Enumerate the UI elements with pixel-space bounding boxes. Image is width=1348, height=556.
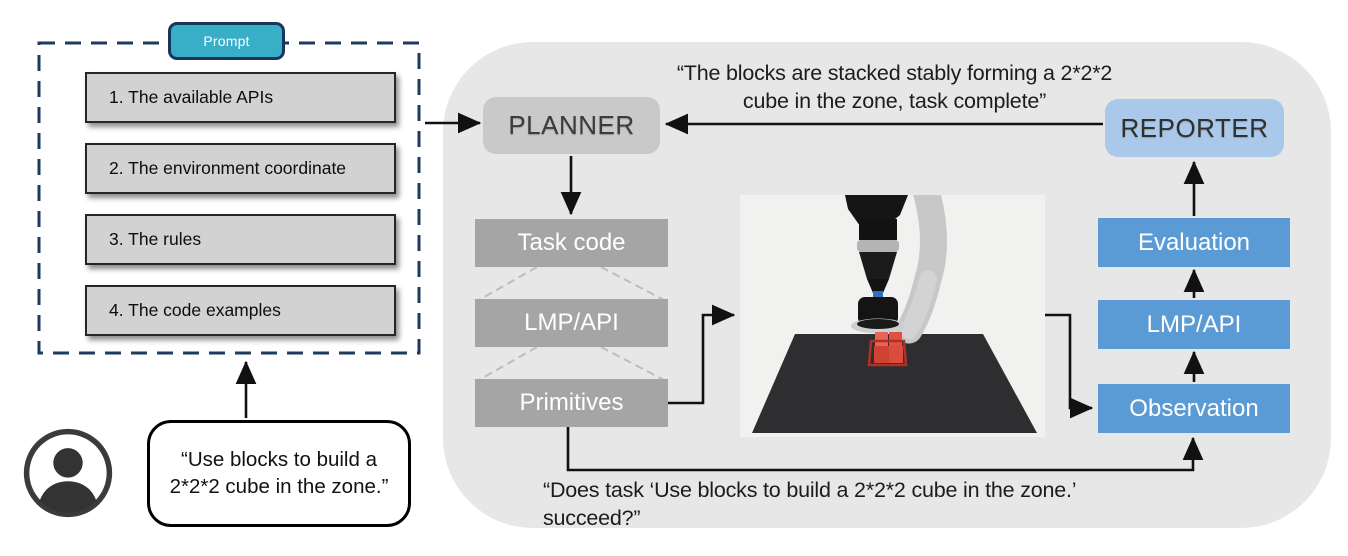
planner-label: PLANNER <box>508 110 635 140</box>
stack-label: Task code <box>517 229 626 256</box>
planner-node: PLANNER <box>483 97 660 154</box>
prompt-item-label: 3. The rules <box>109 229 202 249</box>
user-utterance-bubble: “Use blocks to build a 2*2*2 cube in the… <box>147 420 411 527</box>
reporter-label: REPORTER <box>1120 112 1269 143</box>
prompt-item-label: 1. The available APIs <box>109 87 274 107</box>
robot-arm-workspace-image <box>752 195 1037 433</box>
user-avatar <box>22 427 114 519</box>
stack-label: LMP/API <box>524 309 619 336</box>
reporter-node: REPORTER <box>1105 99 1284 157</box>
stack-label: Observation <box>1129 394 1259 422</box>
stack-primitives: Primitives <box>475 379 668 427</box>
report-text: “The blocks are stacked stably forming a… <box>676 61 1113 113</box>
stack-observation: Observation <box>1098 384 1290 433</box>
stack-label: Primitives <box>519 389 624 416</box>
prompt-item-rules: 3. The rules <box>85 214 396 265</box>
stack-lmp-api-left: LMP/API <box>475 299 668 347</box>
robot-wrist-gripper <box>845 195 908 334</box>
prompt-item-label: 4. The code examples <box>109 300 281 320</box>
prompt-item-examples: 4. The code examples <box>85 285 396 336</box>
red-blocks-in-zone <box>867 332 908 367</box>
prompt-tab-label: Prompt <box>203 33 250 49</box>
prompt-item-environment: 2. The environment coordinate <box>85 143 396 194</box>
user-utterance-text: “Use blocks to build a 2*2*2 cube in the… <box>169 447 389 498</box>
prompt-item-label: 2. The environment coordinate <box>109 158 347 178</box>
query-text: “Does task ‘Use blocks to build a 2*2*2 … <box>543 478 1076 530</box>
simulation-image <box>740 195 1045 437</box>
prompt-item-apis: 1. The available APIs <box>85 72 396 123</box>
stack-label: LMP/API <box>1146 310 1242 338</box>
stack-label: Evaluation <box>1137 228 1251 256</box>
table-surface <box>752 334 1037 433</box>
stack-task-code: Task code <box>475 219 668 267</box>
stack-lmp-api-right: LMP/API <box>1098 300 1290 349</box>
person-icon <box>23 428 113 518</box>
prompt-tab: Prompt <box>168 22 285 60</box>
robot-forearm <box>900 270 937 339</box>
stack-evaluation: Evaluation <box>1098 218 1290 267</box>
